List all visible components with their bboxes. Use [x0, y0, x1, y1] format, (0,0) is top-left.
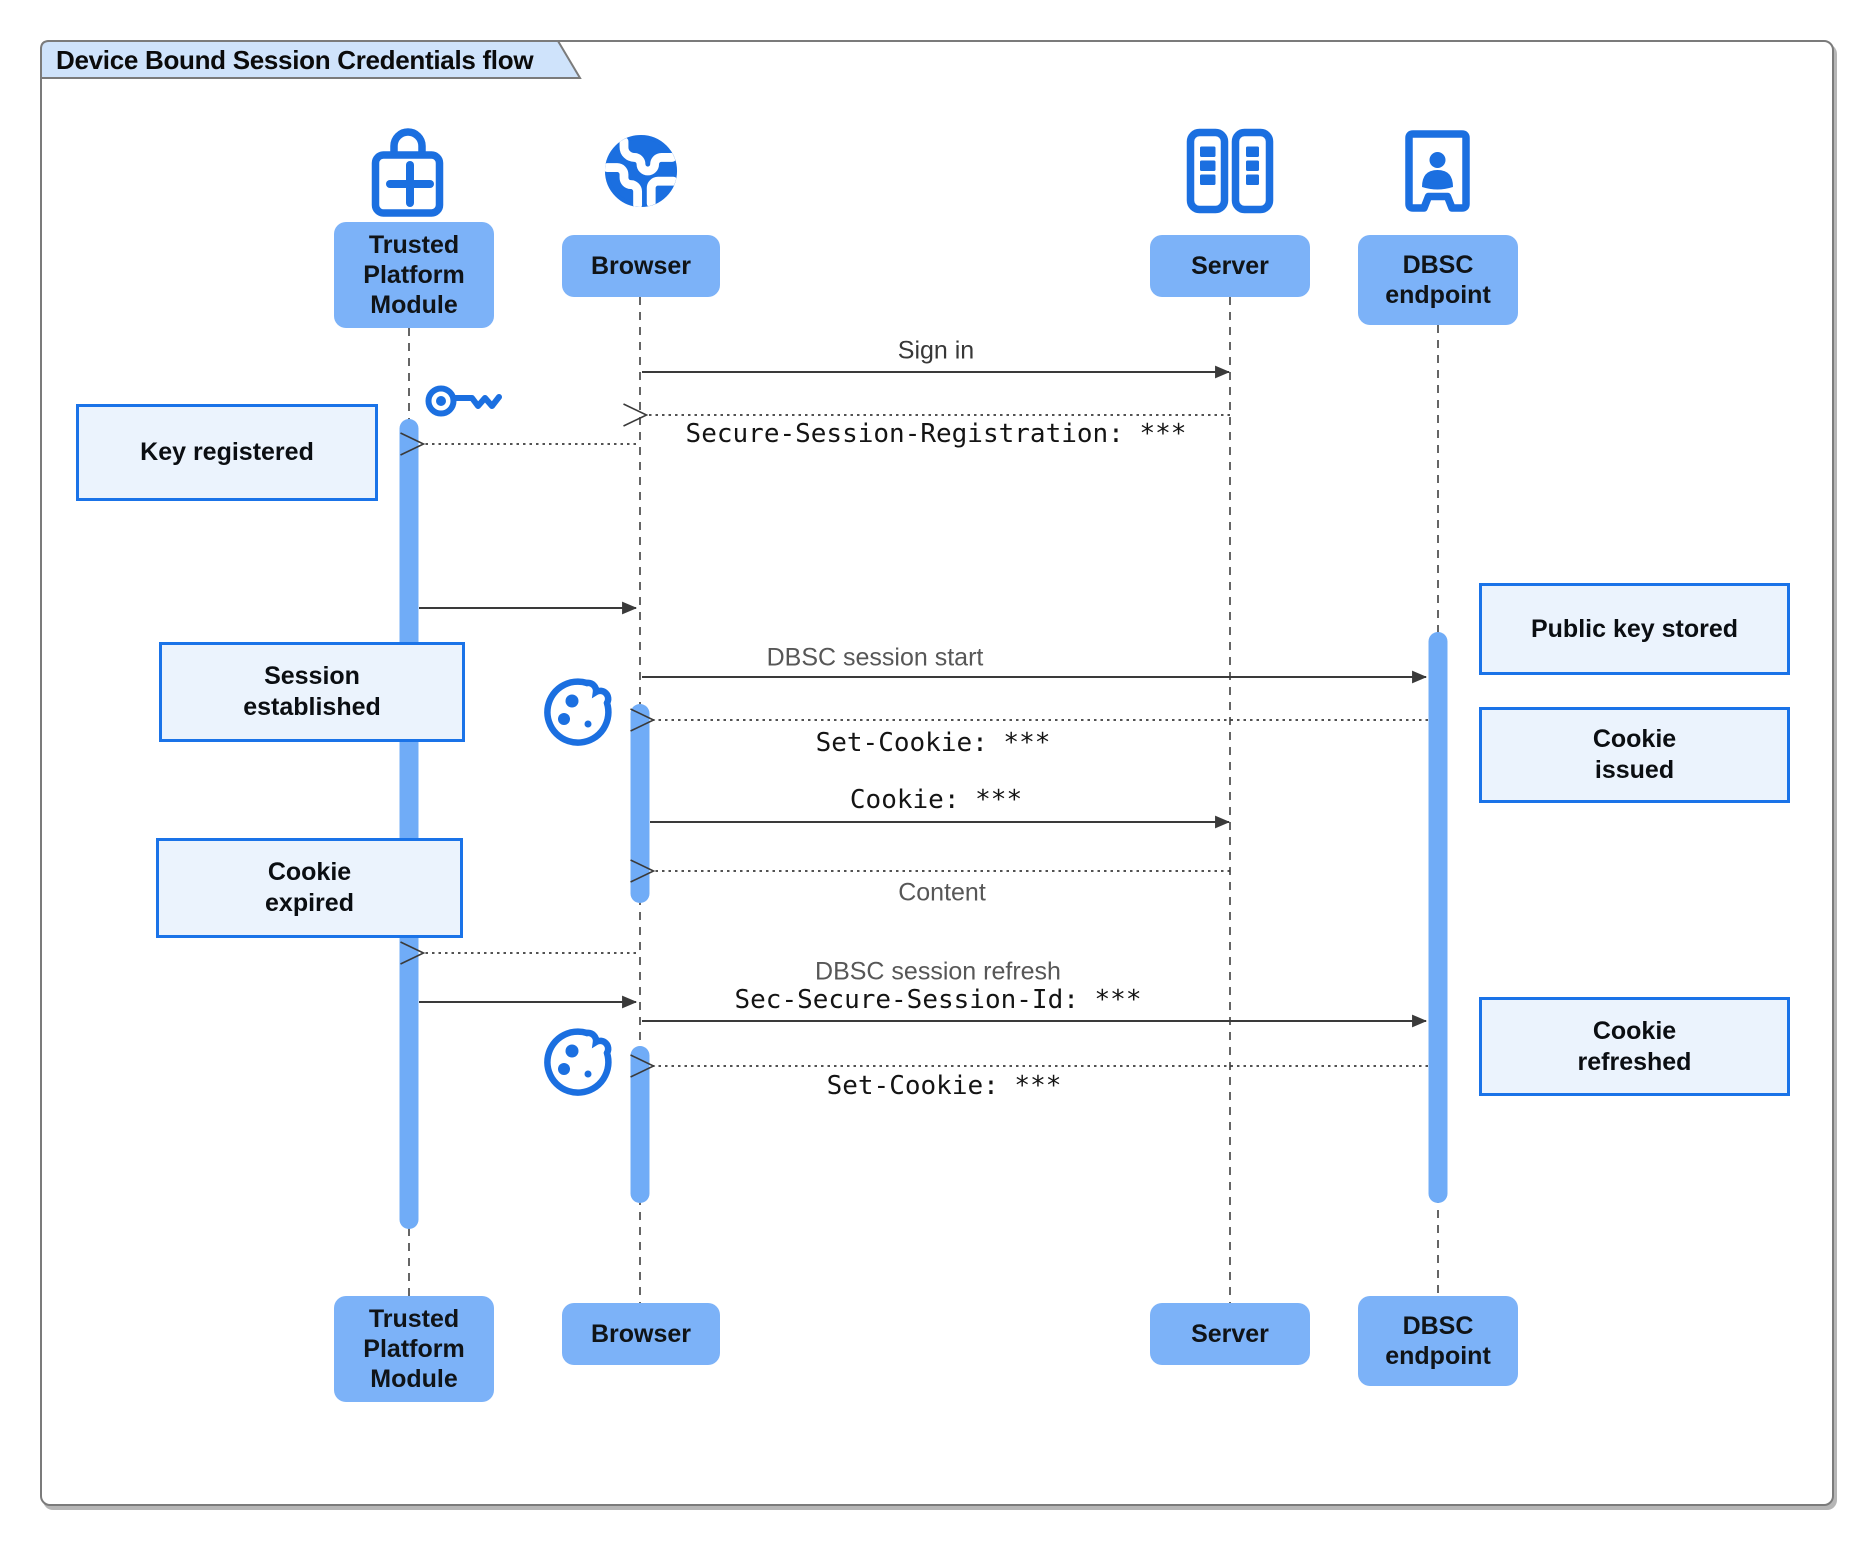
cookie-icon [544, 1028, 612, 1096]
activation-browser-2 [630, 1046, 650, 1203]
title-tab [40, 40, 582, 79]
activation-tpm [399, 419, 419, 1229]
lock-plus-icon [371, 128, 444, 217]
lifelines [408, 297, 1439, 1303]
message-arrows [400, 365, 1428, 1078]
globe-icon [604, 134, 678, 208]
activation-bars [399, 419, 1448, 1229]
server-racks-icon [1186, 128, 1274, 214]
cookie-icon [544, 678, 612, 746]
activation-browser-1 [630, 704, 650, 903]
activation-dbsc [1428, 632, 1448, 1203]
person-booth-icon [1405, 130, 1470, 212]
key-icon [425, 385, 502, 417]
